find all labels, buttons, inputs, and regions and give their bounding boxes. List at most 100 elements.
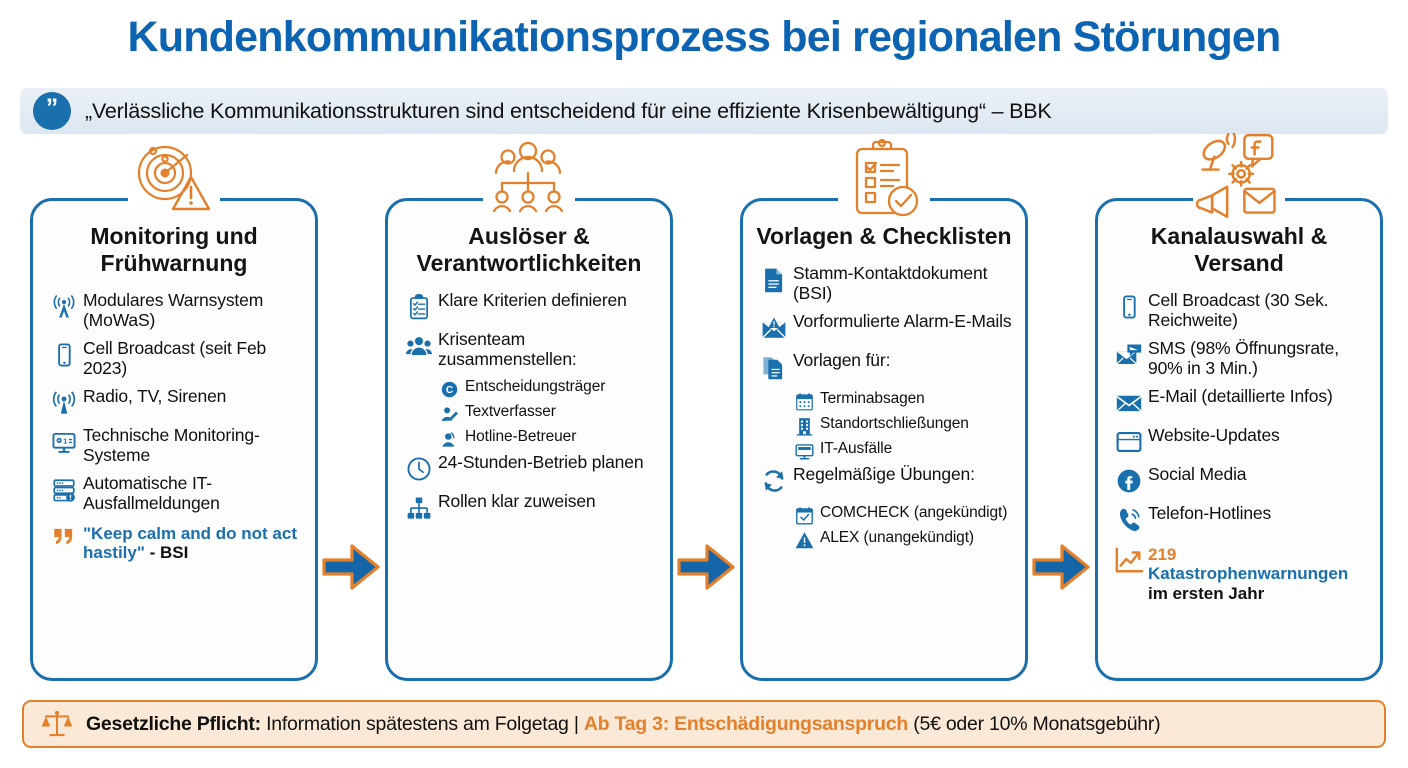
highlight-part: "Keep calm and do not act hastily": [83, 523, 297, 563]
list-item-label: Krisenteam zusammenstellen:: [438, 329, 577, 370]
clock-icon: [402, 454, 436, 484]
sms-icon: [1112, 340, 1146, 370]
scales-justice-icon: [40, 707, 74, 741]
list-item: SMS (98% Öffnungsrate, 90% in 3 Min.): [1112, 338, 1368, 379]
list-item: Telefon-Hotlines: [1112, 503, 1368, 535]
list-item-label: Rollen klar zuweisen: [438, 491, 596, 512]
mobile-phone-icon: [1112, 292, 1146, 322]
radar-warning-icon: [119, 133, 229, 219]
list-item-label: E-Mail (detaillierte Infos): [1148, 386, 1333, 406]
envelope-alert-icon: [757, 313, 791, 343]
highlight-part: Katastrophenwarnungen: [1148, 564, 1349, 584]
card-item-list: Modulares Warnsystem (MoWaS) Cell Broadca…: [33, 290, 315, 514]
warning-triangle-icon: [791, 529, 817, 551]
card-notch: [128, 195, 220, 207]
list-item-label: Social Media: [1148, 464, 1247, 484]
antenna-signal-icon: [47, 388, 81, 418]
monitor-settings-icon: 1: [47, 427, 81, 457]
sub-list-item: IT-Ausfälle: [791, 440, 1013, 462]
people-group-icon: [402, 331, 436, 361]
documents-stack-icon: [757, 352, 791, 382]
footer-text-part: Information spätestens am Folgetag |: [266, 712, 584, 735]
browser-window-icon: [1112, 427, 1146, 457]
sub-list-item-label: ALEX (unangekündigt): [820, 529, 974, 546]
highlight-part: im ersten Jahr: [1148, 583, 1265, 603]
server-alert-icon: [47, 475, 81, 505]
sub-list-item-label: Entscheidungsträger: [465, 378, 606, 396]
quote-banner: ” „Verlässliche Kommunikationsstrukturen…: [20, 88, 1388, 134]
facebook-icon: [1112, 466, 1146, 496]
list-item-label: Vorformulierte Alarm-E-Mails: [793, 311, 1012, 331]
sub-list-item-label: COMCHECK (angekündigt): [820, 504, 1008, 521]
list-item: Krisenteam zusammenstellen:: [402, 329, 658, 370]
quote-icon: ”: [33, 92, 71, 130]
document-icon: [757, 265, 791, 295]
list-item-label: Cell Broadcast (seit Feb 2023): [83, 338, 267, 379]
list-item-label: 24-Stunden-Betrieb planen: [438, 452, 644, 473]
multichannel-broadcast-icon: [1184, 133, 1294, 219]
list-item-label: Klare Kriterien definieren: [438, 290, 627, 311]
list-item-label: SMS (98% Öffnungsrate, 90% in 3 Min.): [1148, 338, 1339, 379]
list-item: Klare Kriterien definieren: [402, 290, 658, 322]
quote-mark-icon: [47, 524, 81, 550]
card-notch: [483, 195, 575, 207]
list-item: Stamm-Kontaktdokument (BSI): [757, 263, 1013, 304]
person-pencil-icon: [436, 403, 462, 425]
list-item-label: Vorlagen für:: [793, 350, 891, 370]
list-item: Vorlagen für:: [757, 350, 1013, 382]
card-highlight-text: 219 Katastrophenwarnungen im ersten Jahr: [1146, 545, 1368, 603]
footer-text-part: Gesetzliche Pflicht:: [86, 712, 267, 735]
list-item: Cell Broadcast (seit Feb 2023): [47, 338, 303, 379]
list-item: 24-Stunden-Betrieb planen: [402, 452, 658, 484]
list-item-label: Cell Broadcast (30 Sek. Reichweite): [1148, 290, 1329, 331]
process-arrow-3: [1032, 542, 1090, 592]
list-item: Social Media: [1112, 464, 1368, 496]
list-item: Radio, TV, Sirenen: [47, 386, 303, 418]
list-item: Regelmäßige Übungen:: [757, 464, 1013, 496]
svg-text:1: 1: [63, 437, 67, 446]
list-item: Rollen klar zuweisen: [402, 491, 658, 523]
mobile-phone-icon: [47, 340, 81, 370]
sub-list-item: C Entscheidungsträger: [436, 378, 658, 400]
person-headset-icon: [436, 428, 462, 450]
page-title: Kundenkommunikationsprozess bei regional…: [127, 13, 1282, 61]
clipboard-check-icon: [402, 292, 436, 322]
sub-list-item: Textverfasser: [436, 403, 658, 425]
process-arrow-2: [677, 542, 735, 592]
monitor-icon: [791, 440, 817, 462]
sub-list-item-label: Textverfasser: [465, 403, 556, 421]
process-arrow-1: [322, 542, 380, 592]
list-item: Automatische IT-Ausfallmeldungen: [47, 473, 303, 514]
phone-call-icon: [1112, 505, 1146, 535]
card-item-list: Cell Broadcast (30 Sek. Reichweite) SMS (…: [1098, 290, 1380, 535]
list-item-label: Stamm-Kontaktdokument (BSI): [793, 263, 988, 304]
building-icon: [791, 415, 817, 437]
sub-list-item: COMCHECK (angekündigt): [791, 504, 1013, 526]
card-notch: [1193, 195, 1285, 207]
list-item: Modulares Warnsystem (MoWaS): [47, 290, 303, 331]
list-item: Vorformulierte Alarm-E-Mails: [757, 311, 1013, 343]
calendar-icon: [791, 390, 817, 412]
list-item: E-Mail (detaillierte Infos): [1112, 386, 1368, 418]
sub-list-item: ALEX (unangekündigt): [791, 529, 1013, 551]
quote-text: „Verlässliche Kommunikationsstrukturen s…: [85, 98, 1052, 123]
clipboard-checklist-icon: [829, 133, 939, 219]
broadcast-tower-icon: [47, 292, 81, 322]
svg-text:C: C: [445, 385, 452, 396]
highlight-part: - BSI: [149, 543, 189, 563]
footer-text: Gesetzliche Pflicht: Information spätest…: [86, 712, 1161, 736]
list-item-label: Regelmäßige Übungen:: [793, 464, 975, 484]
footer-legal-note: Gesetzliche Pflicht: Information spätest…: [22, 700, 1386, 748]
org-chart-icon: [402, 493, 436, 523]
card-highlight-note: 219 Katastrophenwarnungen im ersten Jahr: [1098, 545, 1380, 603]
trend-chart-icon: [1112, 545, 1146, 575]
team-hierarchy-icon: [474, 133, 584, 219]
calendar-check-icon: [791, 504, 817, 526]
list-item-label: Telefon-Hotlines: [1148, 503, 1272, 523]
footer-text-part: (5€ oder 10% Monatsgebühr): [913, 712, 1161, 735]
